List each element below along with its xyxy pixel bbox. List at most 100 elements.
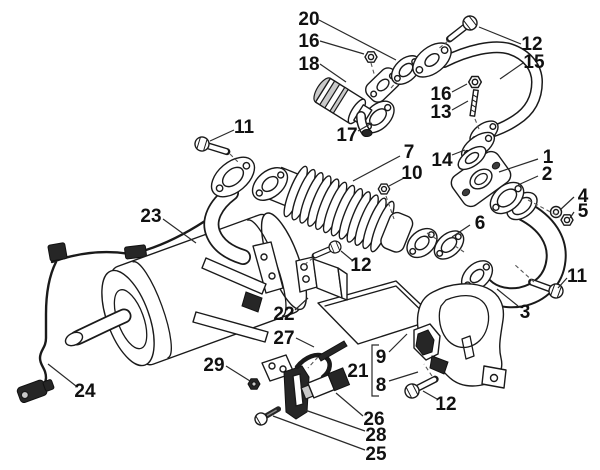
part-callout-27: 27 (273, 328, 294, 349)
muffler-mount-brackets-drawing (192, 241, 284, 343)
nut-16b-drawing (467, 75, 483, 89)
leader-line-26 (335, 392, 364, 417)
leader-line-11 (557, 277, 568, 289)
leader-line-6 (451, 224, 471, 238)
part-callout-1: 1 (543, 147, 554, 168)
assembly-axis-line (307, 356, 319, 369)
leader-line-12 (422, 390, 438, 400)
leader-line-9 (388, 333, 408, 353)
part-callout-25: 25 (365, 444, 387, 465)
muffler-drawing (64, 212, 308, 367)
part-callout-7: 7 (404, 142, 415, 163)
muffler-inlet-pipe-drawing (203, 156, 256, 265)
part-callout-12: 12 (435, 394, 456, 415)
leader-line-17 (357, 122, 373, 132)
air-flange-gasket-drawing (457, 145, 487, 171)
leader-line-13 (451, 100, 469, 111)
part-callout-11: 11 (234, 117, 255, 138)
part-callout-29: 29 (203, 355, 224, 376)
part-callout-16: 16 (430, 84, 451, 105)
part-callout-3: 3 (520, 302, 531, 323)
valve-gasket-lower-drawing (361, 100, 395, 134)
stud-13-drawing (469, 89, 479, 117)
leader-line-23 (162, 218, 197, 244)
assembly-axis-line (436, 40, 449, 51)
leader-line-4 (559, 196, 575, 211)
leader-line-16 (451, 83, 468, 93)
manifold-gasket-drawing (433, 230, 465, 260)
flexible-pipe-drawing (251, 165, 438, 259)
secondary-air-pipe-drawing (412, 41, 544, 146)
washer-4-drawing (549, 205, 563, 219)
leader-line-14 (451, 149, 466, 156)
bolt-12b-drawing (312, 239, 342, 261)
assembly-axis-line (426, 232, 439, 241)
oxygen-sensor-harness-drawing (16, 219, 207, 404)
assembly-axis-line (303, 257, 314, 266)
part-callout-2: 2 (542, 164, 553, 185)
bolt-12a-drawing (445, 13, 480, 44)
part-callout-17: 17 (336, 125, 357, 146)
part-callout-18: 18 (298, 54, 319, 75)
part-callout-22: 22 (273, 304, 294, 325)
part-callout-12: 12 (521, 34, 542, 55)
shield-clamp-8-drawing (413, 323, 449, 375)
support-bracket-22-drawing (295, 256, 348, 301)
leader-line-5 (569, 211, 575, 219)
assembly-axis-line (513, 263, 535, 283)
part-callout-13: 13 (430, 102, 451, 123)
part-callout-24: 24 (74, 381, 96, 402)
leader-line-18 (319, 63, 347, 83)
nut-10-drawing (377, 183, 391, 195)
leader-line-10 (388, 177, 405, 187)
leader-line-20 (318, 19, 397, 61)
leader-line-3 (496, 288, 519, 307)
part-callout-12: 12 (350, 255, 371, 276)
part-callout-14: 14 (431, 150, 453, 171)
part-callout-28: 28 (365, 425, 386, 446)
leader-line-25 (272, 415, 366, 451)
part-callout-20: 20 (298, 9, 319, 30)
nut-16a-drawing (364, 51, 378, 63)
assembly-axis-line (474, 118, 480, 130)
leader-line-29 (225, 365, 251, 382)
assembly-axis-line (390, 80, 398, 89)
part-callout-9: 9 (376, 347, 387, 368)
brace-21 (371, 344, 379, 397)
port-gasket-drawing (489, 181, 525, 215)
assembly-axis-line (527, 199, 561, 218)
part-callout-16: 16 (298, 31, 319, 52)
leader-line-8 (388, 371, 419, 382)
part-callout-10: 10 (401, 163, 422, 184)
leader-line-7 (352, 155, 401, 182)
part-callout-6: 6 (475, 213, 486, 234)
part-callout-15: 15 (523, 52, 545, 73)
part-callout-8: 8 (376, 375, 387, 396)
leader-line-28 (304, 409, 366, 432)
leader-line-15 (499, 62, 524, 80)
exhaust-port-flange-drawing (450, 150, 512, 208)
part-callout-21: 21 (347, 361, 369, 382)
assembly-axis-line (229, 153, 241, 165)
assembly-axis-line (454, 245, 465, 253)
part-callout-11: 11 (567, 266, 588, 287)
leader-line-11 (209, 129, 235, 142)
assembly-axis-line (370, 62, 376, 78)
leader-line-2 (517, 175, 539, 186)
part-callout-23: 23 (140, 206, 161, 227)
leader-line-27 (295, 337, 315, 348)
part-callout-5: 5 (578, 201, 589, 222)
leader-line-22 (294, 297, 309, 311)
leader-line-24 (47, 363, 77, 387)
leader-line-16 (319, 40, 365, 55)
sensor-bracket-assembly-drawing (247, 340, 351, 426)
valve-gasket-upper-drawing (390, 55, 422, 85)
assembly-axis-line (423, 363, 433, 377)
bolt-11a-drawing (193, 135, 229, 158)
part-callout-4: 4 (578, 186, 589, 207)
leader-line-1 (498, 158, 539, 173)
part-callout-26: 26 (363, 409, 384, 430)
